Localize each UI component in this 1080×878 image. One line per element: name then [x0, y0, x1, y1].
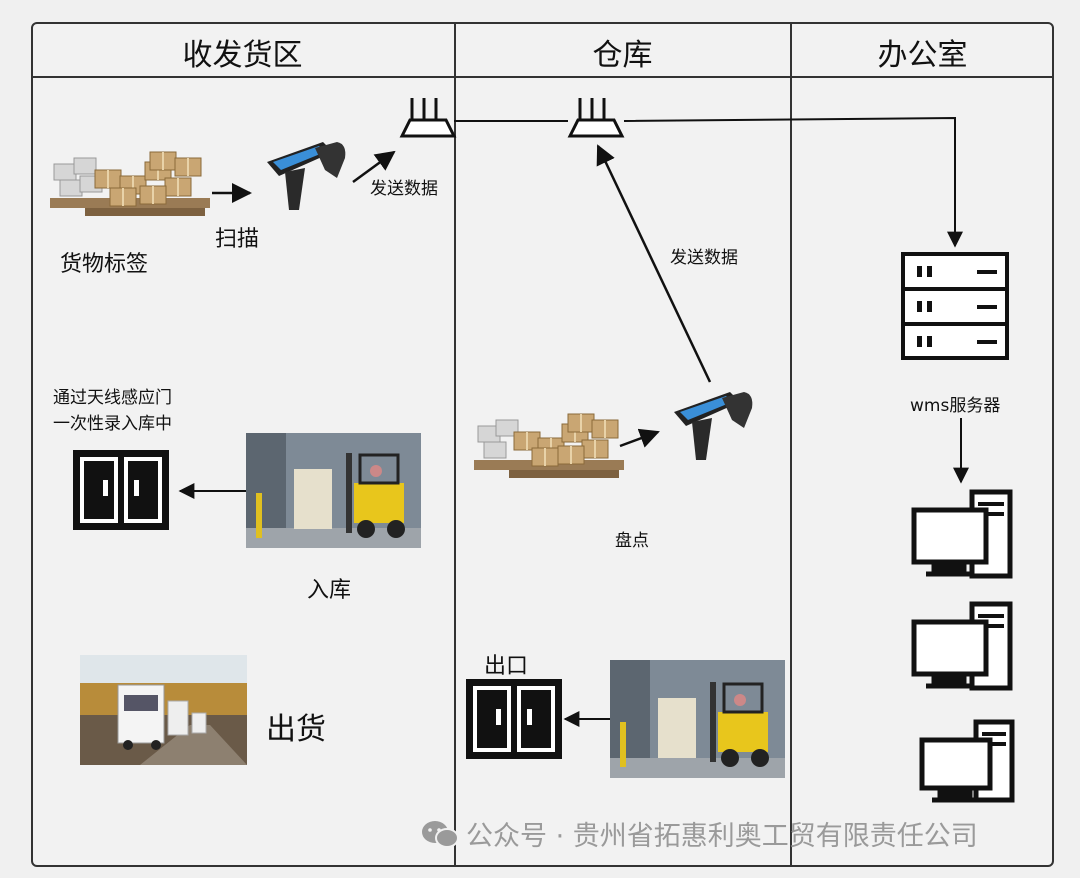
handheld-scanner-icon: [674, 392, 753, 460]
watermark-text: 公众号 · 贵州省拓惠利奥工贸有限责任公司: [466, 821, 978, 852]
truck-photo: [80, 655, 247, 765]
goods-pallet-icon: [474, 413, 624, 478]
router-icon: [567, 98, 625, 138]
rfid-gate-icon: [73, 450, 169, 530]
zone-title-receiving: 收发货区: [182, 38, 303, 73]
label-send-data: 发送数据: [370, 179, 438, 199]
computer-icon: [919, 719, 1015, 803]
header-divider: [31, 76, 1054, 78]
server-icon: [901, 252, 1009, 360]
label-inventory: 盘点: [615, 531, 649, 551]
arrow-goods-to-inventory-scanner: [619, 428, 660, 448]
label-goods-tag: 货物标签: [60, 252, 149, 277]
goods-pallet-icon: [50, 151, 210, 216]
exit-gate-icon: [466, 679, 562, 759]
label-gate-line2: 一次性录入库中: [53, 414, 172, 434]
label-wms-server: wms服务器: [910, 396, 1001, 416]
computer-icon: [911, 601, 1013, 691]
divider-warehouse-office: [790, 22, 792, 867]
divider-receiving-warehouse: [454, 22, 456, 867]
router-icon: [399, 98, 457, 138]
label-exit: 出口: [484, 654, 529, 679]
label-shipping: 出货: [266, 712, 326, 747]
wechat-icon: [420, 819, 460, 856]
zone-title-office: 办公室: [877, 38, 968, 73]
forklift-photo: [610, 660, 785, 778]
link-router-server: [623, 116, 963, 248]
computer-icon: [911, 489, 1013, 579]
zone-title-warehouse: 仓库: [592, 38, 653, 73]
label-send-data: 发送数据: [670, 248, 738, 268]
label-gate-line1: 通过天线感应门: [53, 388, 172, 408]
handheld-scanner-icon: [267, 142, 346, 210]
watermark: 公众号 · 贵州省拓惠利奥工贸有限责任公司: [420, 814, 978, 856]
arrow-inventory-to-router: [596, 144, 712, 383]
forklift-photo: [246, 433, 421, 548]
arrow-scanner-to-router: [352, 150, 396, 184]
label-inbound: 入库: [307, 578, 352, 603]
label-scan: 扫描: [215, 227, 260, 252]
